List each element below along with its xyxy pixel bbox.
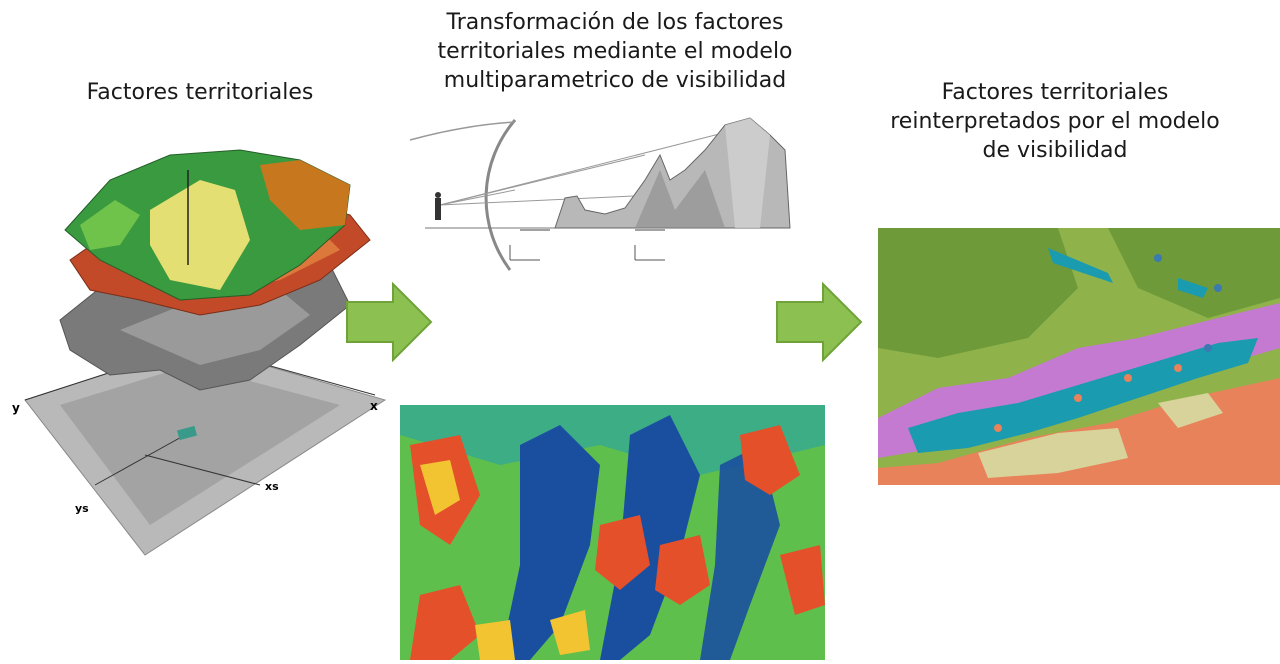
sight-line-3 [439,194,656,206]
axis-xs [144,454,261,486]
axis-label-ys: ys [75,502,89,515]
axis-ys [94,434,186,486]
sight-line-4 [439,189,516,206]
arrow-right-icon [775,281,863,363]
axis-label-x: x [370,399,378,413]
terrain-layer-stack: x y xs ys [0,130,400,600]
visibility-heatmap [400,405,825,660]
caption-territorial-factors: Factores territoriales [86,80,314,105]
axis-label-xs: xs [265,480,279,493]
arrow-right-icon [345,281,433,363]
caption-reinterpreted-factors: Factores territoriales reinterpretados p… [890,80,1220,163]
focus-cell [177,425,197,441]
visibility-profile-diagram [405,110,795,280]
axis-label-y: y [12,401,20,415]
observer-icon [435,192,441,220]
reinterpreted-factors-map [878,228,1280,485]
caption-transformation: Transformación de los factores territori… [437,10,793,93]
base-plane-texture [60,365,340,525]
sight-line-2 [439,129,736,206]
